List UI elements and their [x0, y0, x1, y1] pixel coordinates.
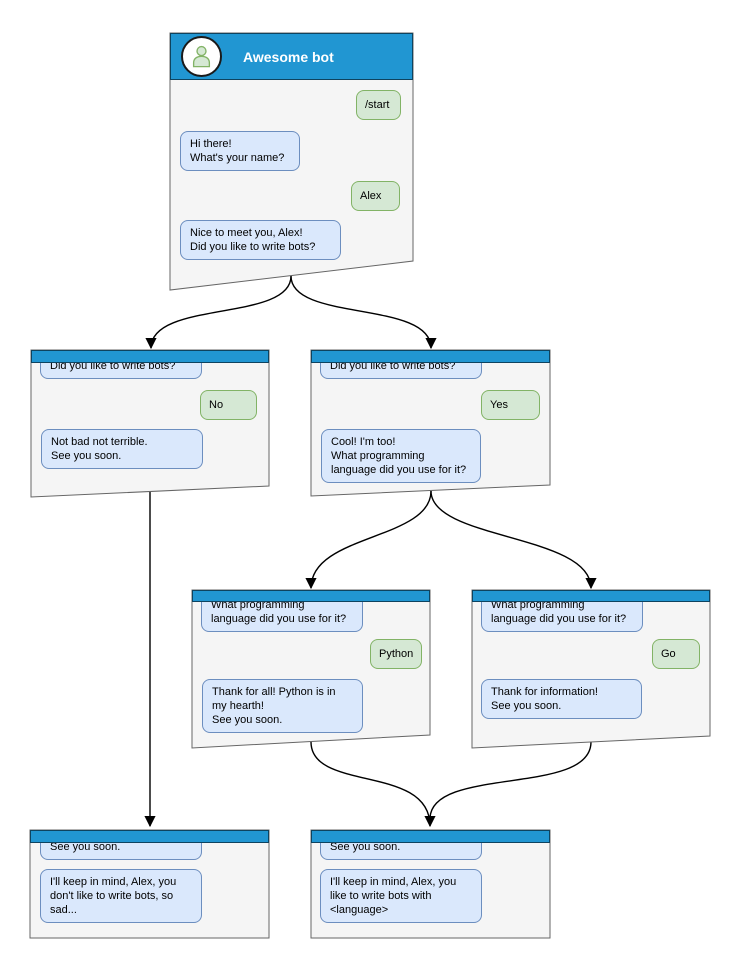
user-message-bubble: Yes — [481, 390, 540, 420]
arrow-yes-to-go — [430, 490, 597, 590]
user-message-bubble: No — [200, 390, 257, 420]
bot-message-bubble: Cool! I'm too! What programming language… — [321, 429, 481, 483]
end-yes-header-bar — [311, 830, 550, 843]
bot-message-bubble: I'll keep in mind, Alex, you don't like … — [40, 869, 202, 923]
bot-message-bubble: See you soon. — [40, 834, 202, 860]
branch-go-header-bar — [472, 590, 710, 602]
user-message-bubble: Go — [652, 639, 700, 669]
bot-message-bubble: Not bad not terrible. See you soon. — [41, 429, 203, 469]
bot-avatar — [181, 36, 222, 77]
branch-yes-header-bar — [311, 350, 550, 363]
bot-message-bubble: I'll keep in mind, Alex, you like to wri… — [320, 869, 482, 923]
main-window-header: Awesome bot — [170, 33, 413, 80]
main-window-title: Awesome bot — [243, 48, 334, 65]
branch-no-header-bar — [31, 350, 269, 363]
bot-message-bubble: Thank for all! Python is in my hearth! S… — [202, 679, 363, 733]
branch-python-header-bar — [192, 590, 430, 602]
bot-message-bubble: Hi there! What's your name? — [180, 131, 300, 171]
end-no-header-bar — [30, 830, 269, 843]
arrow-go-to-end-yes — [429, 741, 592, 819]
bot-message-bubble: Nice to meet you, Alex! Did you like to … — [180, 220, 341, 260]
person-icon — [192, 45, 211, 68]
user-message-bubble: /start — [356, 90, 401, 120]
bot-message-bubble: Thank for information! See you soon. — [481, 679, 642, 719]
arrow-yes-to-python — [305, 490, 432, 590]
arrow-python-to-end-yes — [310, 741, 436, 828]
arrow-main-to-branch-yes — [290, 275, 437, 350]
user-message-bubble: Alex — [351, 181, 400, 211]
arrow-main-to-branch-no — [145, 275, 292, 350]
user-message-bubble: Python — [370, 639, 422, 669]
